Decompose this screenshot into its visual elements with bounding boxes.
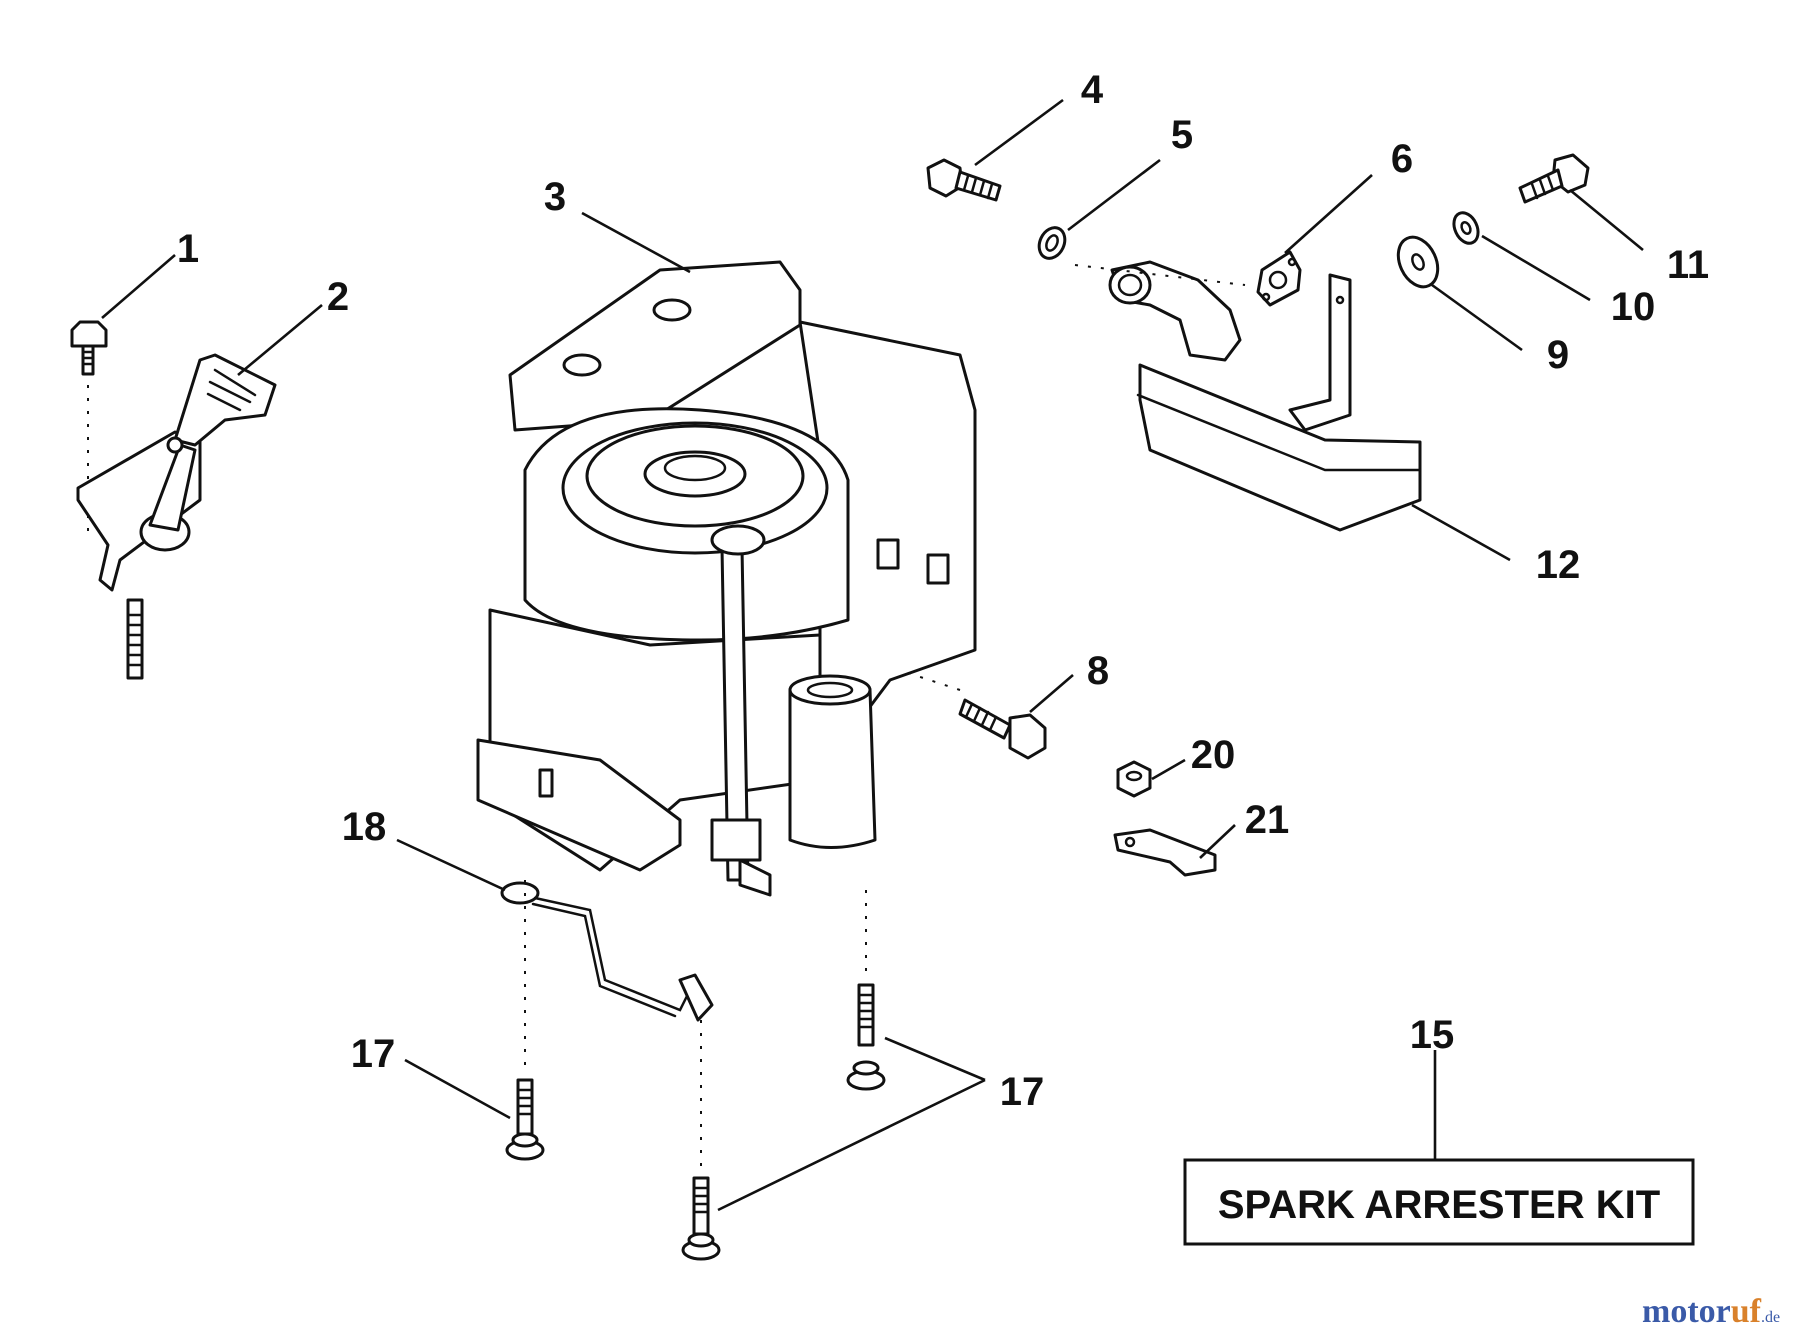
callout-5: 5 <box>1171 113 1193 157</box>
callout-6: 6 <box>1391 137 1413 181</box>
callout-18: 18 <box>342 805 387 849</box>
part-6-gasket <box>1256 250 1302 307</box>
dashed-guide-8 <box>904 671 961 691</box>
callout-17-left: 17 <box>351 1032 396 1076</box>
dashed-guide-muffler <box>1074 264 1246 286</box>
callout-12: 12 <box>1536 543 1581 587</box>
part-5-washer <box>1037 226 1067 260</box>
callout-10: 10 <box>1611 285 1656 329</box>
part-17-bolt-right <box>846 983 886 1091</box>
part-4-bolt <box>926 158 1002 202</box>
callout-8: 8 <box>1087 649 1109 693</box>
part-8-bolt <box>958 698 1047 760</box>
part-18-ground-wire <box>500 881 714 1022</box>
watermark-suffix: .de <box>1761 1309 1780 1326</box>
callout-2: 2 <box>327 275 349 319</box>
part-12-muffler <box>1108 260 1422 532</box>
callout-15: 15 <box>1410 1013 1455 1057</box>
callout-labels: 1 2 3 4 5 6 8 9 10 11 12 15 17 17 18 20 … <box>177 68 1709 1114</box>
callout-17-right: 17 <box>1000 1070 1045 1114</box>
part-17-bolt-left <box>505 1078 545 1161</box>
part-10-lockwasher <box>1452 211 1480 245</box>
watermark-logo: motoruf.de <box>1642 1293 1780 1330</box>
watermark-part2: uf <box>1731 1293 1762 1330</box>
part-17-bolt-center <box>681 1176 721 1261</box>
callout-11: 11 <box>1667 243 1709 287</box>
callout-9: 9 <box>1547 333 1569 377</box>
part-21-clip <box>1113 828 1217 877</box>
part-2-throttle-control <box>76 353 277 680</box>
watermark-text: motoruf.de <box>1642 1293 1780 1330</box>
leader-lines <box>101 98 1644 1212</box>
spark-arrester-kit-label: SPARK ARRESTER KIT <box>1218 1183 1660 1227</box>
watermark-part1: motor <box>1642 1293 1731 1330</box>
part-3-engine <box>476 260 977 897</box>
part-20-nut <box>1116 760 1152 798</box>
part-11-bolt <box>1518 153 1590 204</box>
callout-4: 4 <box>1081 68 1104 112</box>
part-9-washer <box>1396 235 1440 289</box>
callout-20: 20 <box>1191 733 1236 777</box>
part-1-bolt <box>70 320 108 376</box>
callout-21: 21 <box>1245 798 1290 842</box>
callout-3: 3 <box>544 175 566 219</box>
part-15-spark-arrester-kit: SPARK ARRESTER KIT <box>1183 1158 1695 1246</box>
callout-1: 1 <box>177 227 199 271</box>
